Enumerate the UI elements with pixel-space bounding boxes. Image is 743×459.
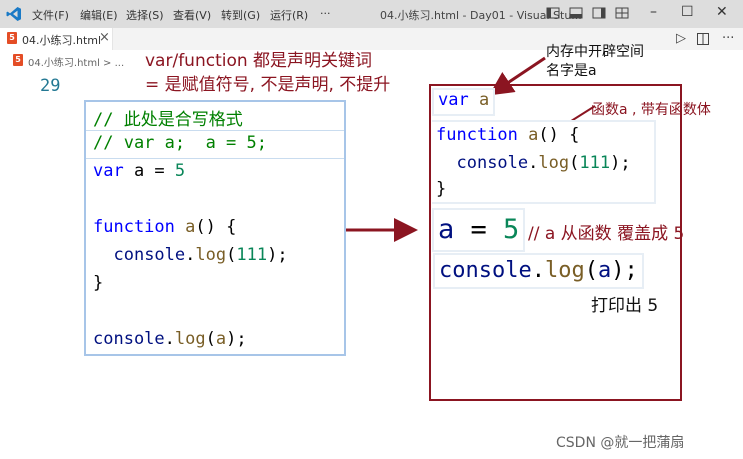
menu-file[interactable]: 文件(F)	[32, 9, 69, 22]
tab-label: 04.小练习.html	[22, 34, 102, 47]
code-close-brace: }	[93, 273, 104, 293]
toggle-sidebar-icon[interactable]	[546, 6, 560, 20]
note-assignment-not-hoisted: = 是赋值符号, 不是声明, 不提升	[145, 75, 391, 95]
code-var-line: var a = 5	[93, 161, 186, 181]
note-name-is-a: 名字是a	[546, 63, 597, 79]
breadcrumb-label[interactable]: 04.小练习.html > ...	[28, 58, 125, 69]
close-window-icon[interactable]: ✕	[716, 4, 728, 20]
breadcrumb-html5-icon: 5	[13, 54, 23, 66]
menu-edit[interactable]: 编辑(E)	[80, 9, 118, 22]
code-console-line: console.log(111);	[113, 245, 288, 265]
watermark: CSDN @就一把蒲扇	[556, 435, 685, 451]
memory-box	[429, 84, 682, 401]
menu-selection[interactable]: 选择(S)	[126, 9, 164, 22]
note-memory-space: 内存中开辟空间	[546, 44, 644, 60]
code-row-highlight	[86, 130, 344, 159]
close-tab-icon[interactable]: ×	[99, 30, 110, 45]
code-row-highlight	[86, 102, 344, 131]
note-override: // a 从函数 覆盖成 5	[528, 224, 685, 244]
html5-icon: 5	[7, 32, 17, 44]
code-panel: // 此处是合写格式 // var a; a = 5; var a = 5 fu…	[84, 100, 346, 356]
code-comment-2: // var a; a = 5;	[93, 133, 267, 153]
window-title: 04.小练习.html - Day01 - Visual Stu...	[380, 9, 582, 22]
split-editor-icon[interactable]	[697, 33, 709, 45]
more-actions-icon[interactable]: ···	[722, 31, 735, 46]
toggle-panel-icon[interactable]	[569, 6, 583, 20]
toggle-secondary-sidebar-icon[interactable]	[592, 6, 606, 20]
code-function-line: function a() {	[93, 217, 237, 237]
note-print-result: 打印出 5	[591, 296, 659, 316]
line-number: 29	[40, 76, 61, 96]
vscode-logo-icon	[6, 7, 21, 21]
menu-run[interactable]: 运行(R)	[270, 9, 309, 22]
memory-assign-5: a = 5	[432, 208, 526, 252]
code-log-line: console.log(a);	[93, 329, 247, 349]
run-icon[interactable]: ▷	[676, 31, 686, 46]
menu-more[interactable]: ···	[320, 7, 331, 20]
minimize-icon[interactable]: –	[650, 4, 657, 20]
breadcrumb: 5 04.小练习.html > ...	[0, 50, 743, 70]
code-comment-1: // 此处是合写格式	[93, 110, 243, 130]
memory-console-log: console.log(a);	[433, 253, 644, 289]
memory-var-a: var a	[432, 88, 496, 116]
customize-layout-icon[interactable]	[615, 6, 629, 20]
tab-04-html[interactable]: 5 04.小练习.html ×	[0, 28, 113, 50]
title-bar: 文件(F) 编辑(E) 选择(S) 查看(V) 转到(G) 运行(R) ··· …	[0, 0, 743, 28]
note-declaration-keywords: var/function 都是声明关键词	[145, 51, 373, 71]
menu-view[interactable]: 查看(V)	[173, 9, 212, 22]
maximize-icon[interactable]: ☐	[681, 4, 694, 20]
memory-function-a: function a() { console.log(111); }	[432, 120, 656, 204]
menu-go[interactable]: 转到(G)	[221, 9, 261, 22]
tab-bar: 5 04.小练习.html × ▷ ···	[0, 28, 743, 50]
